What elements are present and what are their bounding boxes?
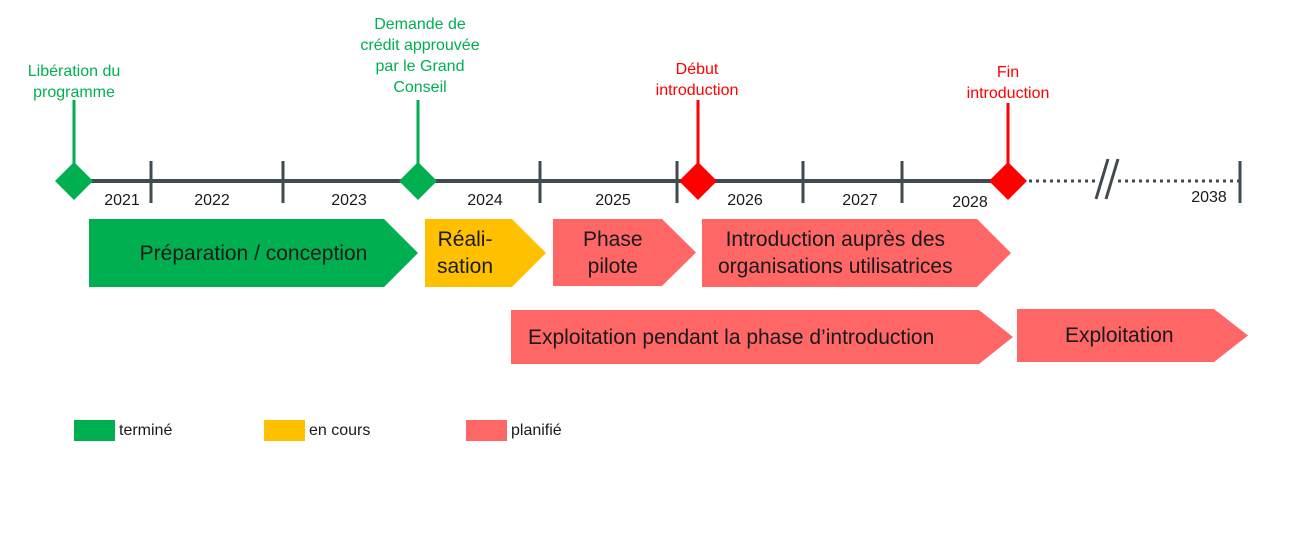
phase-introduction: Introduction auprès des organisations ut…: [702, 219, 1011, 287]
milestone-diamond: [679, 162, 717, 200]
year-label: 2027: [842, 192, 878, 209]
phase-realisation: Réali- sation: [425, 219, 546, 287]
year-label: 2022: [194, 192, 230, 209]
year-label: 2025: [595, 192, 631, 209]
year-label: 2026: [727, 192, 763, 209]
timeline-axis: 2021 2022 2023 2024 2025 2026 2027 2028 2038 Lib…: [28, 16, 1242, 211]
phase-exploitation: Exploitation: [1017, 309, 1248, 362]
phase-pilote: Phase pilote: [553, 219, 696, 286]
year-label: 2038: [1191, 189, 1227, 206]
phase-preparation-conception: Préparation / conception: [89, 219, 418, 287]
year-label: 2024: [467, 192, 503, 209]
legend-label: terminé: [119, 421, 173, 439]
axis-break-mark: [1104, 158, 1120, 200]
axis-break-mark: [1094, 158, 1110, 200]
legend-item-planifie: planifié: [466, 420, 562, 441]
legend-swatch-planned: [466, 420, 507, 441]
legend-swatch-in-progress: [264, 420, 305, 441]
legend-label: planifié: [511, 421, 562, 439]
phase-exploitation-introduction: Exploitation pendant la phase d’introduc…: [511, 310, 1013, 364]
year-label: 2028: [952, 194, 988, 211]
year-label: 2021: [104, 192, 140, 209]
milestone-diamond: [55, 162, 93, 200]
legend-swatch-done: [74, 420, 115, 441]
legend-item-en-cours: en cours: [264, 420, 370, 441]
year-label: 2023: [331, 192, 367, 209]
milestone-diamond: [989, 162, 1027, 200]
legend-label: en cours: [309, 421, 371, 439]
legend-item-termine: terminé: [74, 420, 172, 441]
milestone-diamond: [399, 162, 437, 200]
